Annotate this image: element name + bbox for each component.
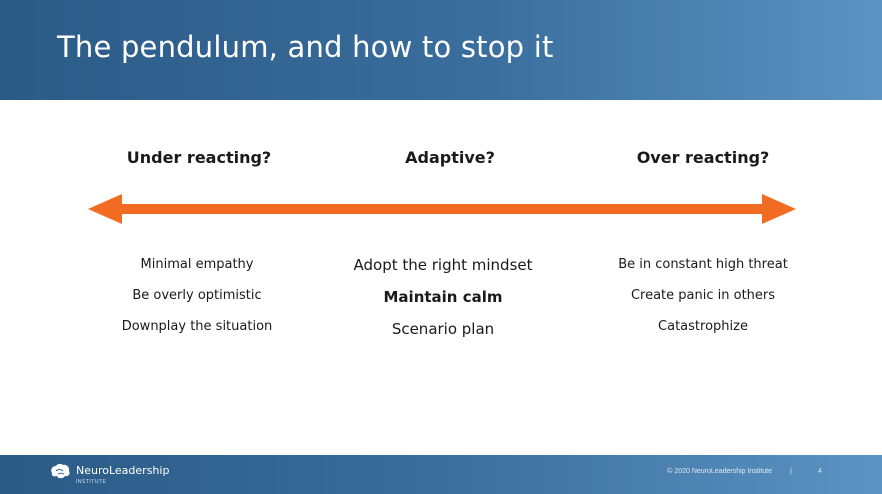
list-over-reacting: Be in constant high threat Create panic … bbox=[573, 256, 833, 349]
double-headed-arrow bbox=[88, 194, 796, 224]
page-number: 4 bbox=[818, 468, 822, 475]
list-item: Be in constant high threat bbox=[618, 257, 788, 272]
arrow-shaft bbox=[118, 204, 766, 214]
list-item: Minimal empathy bbox=[140, 257, 254, 272]
heading-adaptive: Adaptive? bbox=[405, 148, 495, 167]
header-bar: The pendulum, and how to stop it bbox=[0, 0, 882, 100]
list-item: Be overly optimistic bbox=[132, 288, 262, 303]
heading-under-reacting: Under reacting? bbox=[126, 148, 272, 167]
brain-logo-icon bbox=[51, 463, 70, 479]
logo-subtext: INSTITUTE bbox=[76, 479, 107, 485]
footer-bar: NeuroLeadership INSTITUTE © 2020 NeuroLe… bbox=[0, 455, 882, 494]
slide-title: The pendulum, and how to stop it bbox=[57, 30, 554, 64]
list-adaptive: Adopt the right mindset Maintain calm Sc… bbox=[313, 255, 573, 351]
list-item: Downplay the situation bbox=[121, 319, 273, 334]
arrow-left-head bbox=[88, 194, 122, 224]
list-item: Create panic in others bbox=[630, 288, 776, 303]
arrow-right-head bbox=[762, 194, 796, 224]
list-item-emphasized: Maintain calm bbox=[383, 288, 503, 306]
logo-wordmark: NeuroLeadership bbox=[76, 464, 170, 477]
list-item: Adopt the right mindset bbox=[353, 256, 533, 274]
heading-over-reacting: Over reacting? bbox=[636, 148, 770, 167]
copyright-text: © 2020 NeuroLeadership Institute bbox=[667, 468, 772, 475]
list-under-reacting: Minimal empathy Be overly optimistic Dow… bbox=[67, 256, 327, 349]
footer-separator: | bbox=[790, 468, 792, 475]
list-item: Catastrophize bbox=[658, 319, 748, 334]
list-item: Scenario plan bbox=[391, 320, 495, 338]
